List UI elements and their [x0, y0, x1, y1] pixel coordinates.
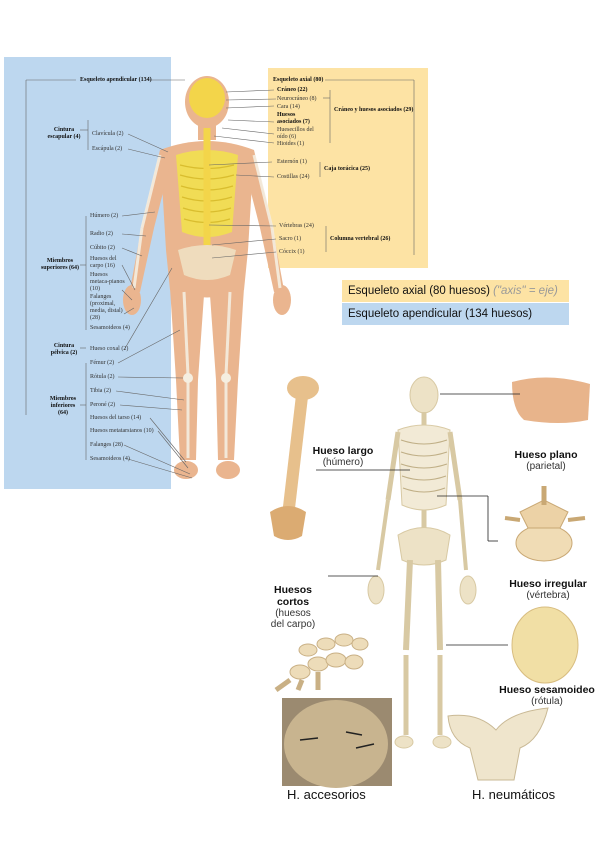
item-costillas: Costillas (24)	[277, 174, 310, 180]
caption-short-subtitle: (huesos del carpo)	[270, 608, 316, 630]
caption-sesamoid-subtitle: (rótula)	[531, 696, 563, 707]
caption-short-bones: Huesos cortos (huesos del carpo)	[258, 584, 328, 630]
item-vertebras: Vértebras (24)	[279, 223, 314, 229]
group-cintura-pelvica: Cintura pélvica (2)	[50, 343, 78, 356]
item-tibia: Tibia (2)	[90, 388, 111, 394]
group-cintura-escapular: Cintura escapular (4)	[47, 127, 81, 140]
patella-bone	[511, 606, 579, 684]
carpal-bones	[274, 633, 369, 693]
item-falanges-sup: Falanges (proximal, media, distal) (28)	[90, 294, 123, 321]
legend-appendicular-label: Esqueleto apendicular (134 huesos)	[348, 308, 533, 320]
item-sesamoideos-sup: Sesamoideos (4)	[90, 325, 130, 331]
caption-irregular-subtitle: (vértebra)	[526, 590, 570, 601]
caption-short-title: Huesos cortos	[274, 584, 312, 608]
caption-sesamoid-title: Hueso sesamoideo	[499, 684, 595, 696]
skull-xray	[282, 698, 392, 788]
caption-accessory-bones: H. accesorios	[287, 787, 366, 802]
item-metacarpianos: Huesos metaca-pianos (10)	[90, 272, 125, 292]
caption-irregular-bone: Hueso irregular (vértebra)	[504, 578, 592, 601]
legend-axial: Esqueleto axial (80 huesos) ("axis" = ej…	[342, 280, 569, 302]
caption-pneumatic-bones: H. neumáticos	[472, 787, 556, 802]
item-esternon: Esternón (1)	[277, 159, 307, 165]
group-miembros-inferiores: Miembros inferiores (64)	[49, 396, 77, 416]
sphenoid-bone	[447, 707, 549, 781]
item-clavicula: Clavícula (2)	[92, 131, 124, 137]
appendicular-title: Esqueleto apendicular (134)	[80, 77, 152, 83]
group-columna-vertebral: Columna vertebral (26)	[330, 236, 391, 242]
item-neurocraneo: Neurocráneo (8)	[277, 96, 317, 102]
item-tarso: Huesos del tarso (14)	[90, 415, 142, 421]
skeleton-figure	[367, 376, 477, 749]
item-rotula: Rótula (2)	[90, 374, 115, 380]
item-huesos-asociados: Huesos asociados (7)	[277, 112, 310, 125]
group-miembros-superiores: Miembros superiores (64)	[40, 258, 80, 271]
humerus-bone	[270, 376, 319, 540]
vertebra-bone	[504, 486, 586, 562]
item-carpo: Huesos del carpo (16)	[90, 256, 117, 269]
item-craneo: Cráneo (22)	[277, 87, 308, 93]
item-falanges-inf: Falanges (28)	[90, 442, 123, 448]
parietal-bone	[512, 377, 590, 423]
human-body-figure	[123, 76, 291, 479]
caption-long-subtitle: (húmero)	[322, 457, 364, 468]
caption-long-title: Hueso largo	[312, 445, 374, 457]
item-femur: Fémur (2)	[90, 360, 115, 366]
item-coxal: Hueso coxal (2)	[90, 346, 129, 352]
item-sacro: Sacro (1)	[279, 236, 302, 242]
legend-axial-note: ("axis" = eje)	[493, 285, 558, 297]
item-huesecillos: Huesecillos del oído (6)	[277, 127, 314, 140]
legend-axial-label: Esqueleto axial (80 huesos)	[348, 285, 490, 297]
item-cubito: Cúbito (2)	[90, 245, 115, 251]
item-cara: Cara (14)	[277, 104, 300, 110]
item-hioides: Hioides (1)	[277, 141, 305, 147]
caption-flat-title: Hueso plano	[514, 449, 578, 461]
caption-irregular-title: Hueso irregular	[509, 578, 587, 590]
item-escapula: Escápula (2)	[92, 146, 123, 152]
item-perone: Peroné (2)	[90, 402, 116, 408]
group-craneo-asociados: Cráneo y huesos asociados (29)	[334, 107, 414, 113]
axial-panel	[268, 68, 428, 268]
axial-title: Esqueleto axial (80)	[273, 77, 324, 83]
caption-sesamoid-bone: Hueso sesamoideo (rótula)	[498, 684, 596, 707]
caption-flat-bone: Hueso plano (parietal)	[506, 449, 586, 472]
caption-flat-subtitle: (parietal)	[526, 461, 566, 472]
item-coccix: Cóccix (1)	[279, 249, 305, 255]
item-metatarsianos: Huesos metatarsianos (10)	[90, 428, 154, 434]
legend-appendicular: Esqueleto apendicular (134 huesos)	[342, 303, 569, 325]
item-radio: Radio (2)	[90, 231, 113, 237]
item-humero: Húmero (2)	[90, 213, 119, 219]
group-caja-toracica: Caja torácica (25)	[324, 166, 370, 172]
item-sesamoideos-inf: Sesamoideos (4)	[90, 456, 130, 462]
caption-long-bone: Hueso largo (húmero)	[308, 445, 378, 468]
